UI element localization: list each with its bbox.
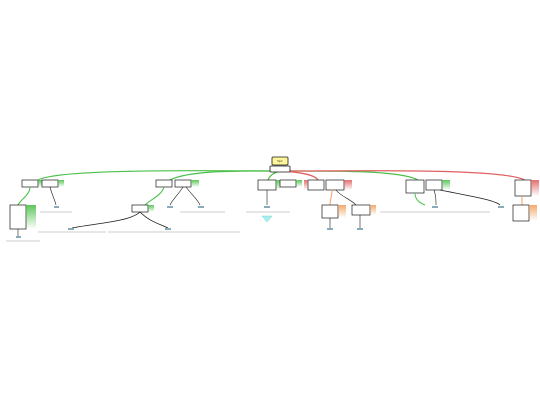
leaf-d3[interactable] — [327, 228, 333, 230]
connector-b3 — [185, 186, 201, 206]
connector-e2 — [433, 189, 437, 206]
root-label: Topic — [277, 160, 283, 163]
leaf-c1[interactable] — [264, 206, 270, 208]
node-a2[interactable] — [41, 179, 64, 188]
branch-lines — [37, 170, 526, 181]
connector-a — [17, 186, 31, 206]
connector-e3 — [439, 189, 501, 206]
leaf-b2-right[interactable] — [198, 206, 204, 208]
node-a3[interactable] — [9, 204, 36, 230]
connector-b4 — [71, 211, 141, 229]
node-d1[interactable] — [304, 179, 325, 191]
connector-d2 — [335, 189, 357, 206]
connector-b2 — [169, 186, 184, 206]
branch-line-green-4 — [279, 170, 419, 181]
leaf-e2[interactable] — [432, 206, 438, 208]
node-c2[interactable] — [279, 179, 302, 188]
leaf-d4[interactable] — [357, 228, 363, 230]
connector-d — [329, 189, 333, 206]
node-b1[interactable] — [155, 179, 173, 188]
node-d2[interactable] — [325, 179, 352, 191]
node-c1[interactable] — [257, 179, 280, 191]
leaf-a3[interactable] — [16, 236, 21, 238]
connector-b — [144, 186, 165, 206]
branch-line-green-2 — [169, 170, 281, 181]
node-a1[interactable] — [21, 179, 42, 188]
connector-b5 — [139, 211, 169, 229]
node-e2[interactable] — [425, 179, 450, 191]
connector-e — [414, 192, 426, 206]
leaf-b2-left[interactable] — [167, 206, 173, 208]
node-f1[interactable] — [514, 179, 539, 197]
node-f2[interactable] — [512, 204, 537, 222]
leaf-e3[interactable] — [498, 206, 504, 208]
leaf-c1-arrow — [261, 215, 273, 223]
leaf-b3-left[interactable] — [68, 228, 74, 230]
subroot-node[interactable] — [269, 165, 291, 173]
leaf-a2[interactable] — [54, 206, 59, 208]
branch-line-green-1 — [37, 170, 281, 181]
connector-a2 — [49, 186, 57, 206]
node-d3[interactable] — [321, 204, 346, 219]
branch-line-red-2 — [279, 170, 526, 181]
node-b3[interactable] — [131, 204, 154, 213]
leaf-b3-right[interactable] — [165, 228, 171, 230]
node-d4[interactable] — [351, 204, 376, 216]
node-b2[interactable] — [174, 179, 199, 188]
root-node[interactable]: Topic — [271, 156, 289, 166]
node-e1[interactable] — [405, 179, 425, 194]
